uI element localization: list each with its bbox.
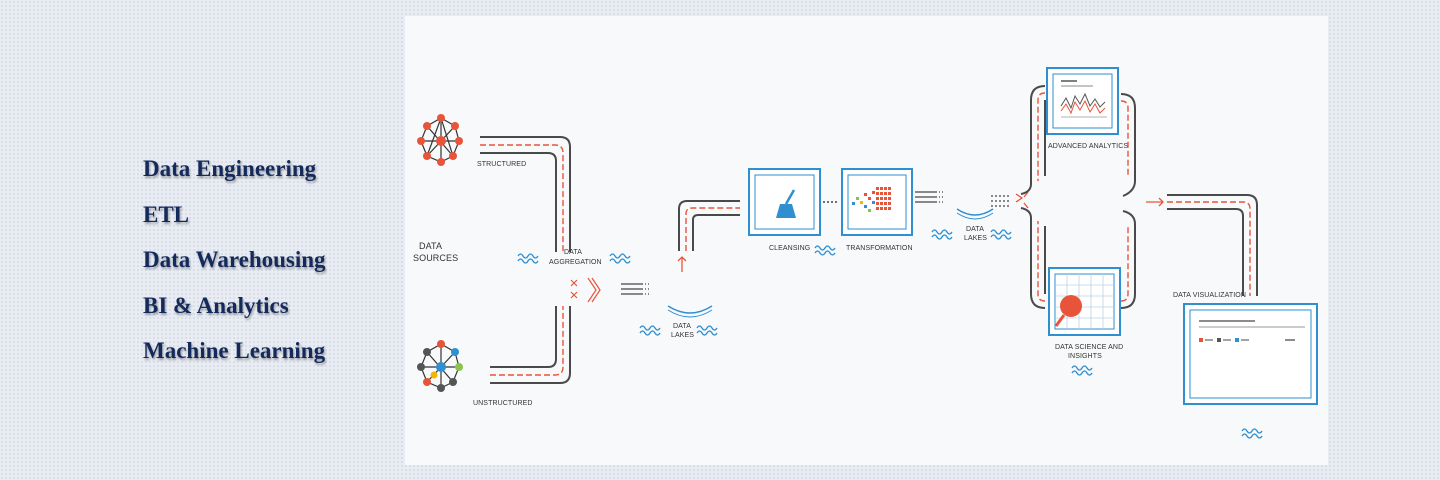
data-sources-label-2: SOURCES — [413, 253, 458, 263]
split-arrows-icon — [1015, 191, 1029, 209]
advanced-analytics-panel — [1046, 67, 1119, 135]
data-aggregation-label-2: AGGREGATION — [549, 259, 602, 266]
data-lakes-1-label-1: DATA — [673, 323, 691, 330]
data-science-label-1: DATA SCIENCE AND — [1055, 344, 1123, 351]
services-list: Data Engineering ETL Data Warehousing BI… — [143, 150, 326, 378]
service-machine-learning: Machine Learning — [143, 338, 326, 363]
structured-network-icon — [417, 114, 463, 166]
data-sources-label-1: DATA — [419, 241, 442, 251]
lake2-feed-lines — [914, 191, 946, 203]
broom-icon — [776, 189, 796, 218]
service-etl: ETL — [143, 201, 190, 227]
unstructured-label: UNSTRUCTURED — [473, 400, 533, 407]
magnifier-icon — [1054, 295, 1082, 327]
lake1-bowl-icon — [667, 305, 713, 314]
lake2-wave-left — [931, 229, 953, 240]
service-data-engineering: Data Engineering — [143, 156, 317, 181]
transformation-grid-icon — [852, 187, 891, 212]
structured-label: STRUCTURED — [477, 161, 526, 168]
lake2-bowl-icon — [956, 208, 994, 216]
lake1-wave-left — [639, 325, 661, 336]
right-arrow-icon — [1146, 197, 1164, 207]
data-visualization-label: DATA VISUALIZATION — [1173, 292, 1246, 299]
up-arrow-icon — [677, 256, 687, 272]
unstructured-network-icon — [417, 340, 463, 392]
advanced-analytics-label: ADVANCED ANALYTICS — [1048, 143, 1128, 150]
aggregation-wave-right — [609, 253, 631, 264]
lake-to-cleansing-pipe — [678, 200, 740, 251]
lake1-wave-right — [696, 325, 718, 336]
cleansing-label: CLEANSING — [769, 245, 810, 252]
cleansing-panel — [748, 168, 821, 236]
data-science-label-2: INSIGHTS — [1068, 353, 1102, 360]
visualization-pipe — [1167, 194, 1258, 296]
data-visualization-panel — [1183, 303, 1318, 405]
visualization-wave — [1241, 428, 1263, 439]
data-pipeline-diagram: STRUCTURED UNSTRUCTURED DATA SOURCES DAT… — [405, 16, 1328, 465]
data-science-wave — [1071, 365, 1093, 376]
aggregation-funnel-icon — [570, 277, 601, 303]
unstructured-pipe — [490, 306, 571, 384]
lake2-wave-right — [990, 229, 1012, 240]
lake1-feed-lines — [620, 283, 652, 295]
aggregation-wave-left — [517, 253, 539, 264]
structured-pipe — [480, 136, 571, 252]
data-lakes-1-label-2: LAKES — [671, 332, 694, 339]
branch-pipes — [1020, 85, 1046, 309]
transformation-label: TRANSFORMATION — [846, 245, 913, 252]
service-bi-analytics: BI & Analytics — [143, 292, 289, 318]
data-science-panel — [1048, 267, 1121, 336]
service-data-warehousing: Data Warehousing — [143, 247, 326, 272]
data-lakes-2-label-1: DATA — [966, 226, 984, 233]
cleansing-wave — [814, 245, 836, 256]
data-aggregation-label-1: DATA — [564, 249, 582, 256]
data-lakes-2-label-2: LAKES — [964, 235, 987, 242]
merge-pipes — [1120, 93, 1136, 309]
